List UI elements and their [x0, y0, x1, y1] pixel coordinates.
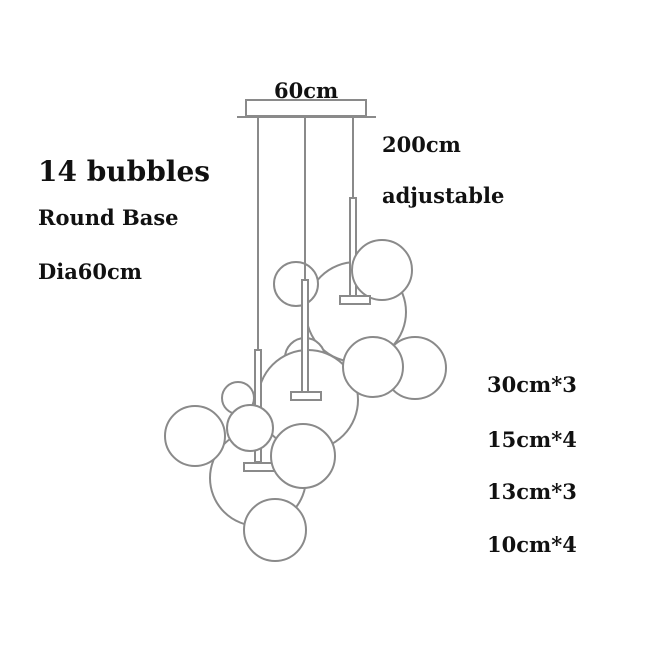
bubble [164, 405, 226, 467]
size-30cm-label: 30cm*3 [487, 372, 577, 397]
bubble [226, 404, 274, 452]
size-13cm-label: 13cm*3 [487, 479, 577, 504]
size-15cm-label: 15cm*4 [487, 427, 577, 452]
bubble [342, 336, 404, 398]
bubble [243, 498, 307, 562]
bubble [270, 423, 336, 489]
canopy-base [245, 99, 367, 117]
size-10cm-label: 10cm*4 [487, 532, 577, 557]
lamp-head-left [243, 462, 275, 472]
bubble [351, 239, 413, 301]
base-shape-label: Round Base [38, 205, 179, 230]
lamp-head-middle [290, 391, 322, 401]
cord-adjustable-label: adjustable [382, 183, 505, 208]
cord-length-label: 200cm [382, 132, 461, 157]
bubble [273, 261, 319, 307]
bubble-count-label: 14 bubbles [38, 155, 211, 188]
base-diameter-label: Dia60cm [38, 259, 143, 284]
canopy-width-label: 60cm [274, 78, 339, 103]
lamp-head-right [339, 295, 371, 305]
rod-middle [301, 279, 309, 393]
